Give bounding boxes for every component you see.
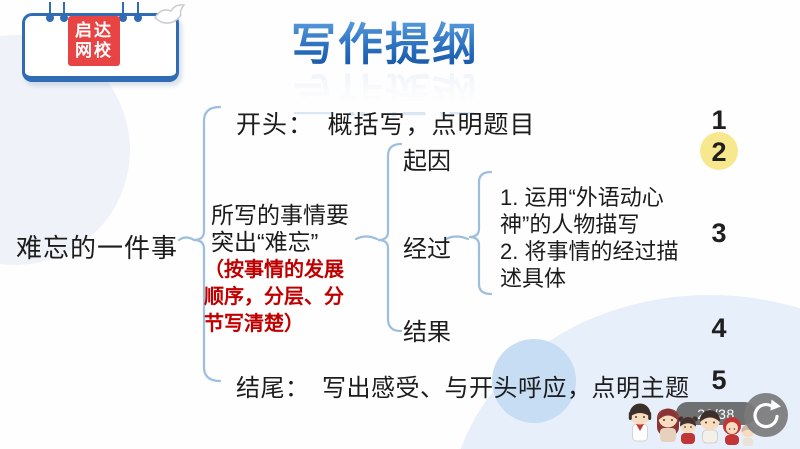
school-logo-line1: 启达 xyxy=(75,21,113,40)
title-block: 写作提纲 写作提纲 xyxy=(255,8,515,130)
note-line2: 顺序，分层、分 xyxy=(204,286,344,308)
title-reflection-fade xyxy=(255,64,515,112)
current-step-highlight xyxy=(700,132,738,170)
dove-icon xyxy=(154,4,186,24)
refresh-icon xyxy=(753,399,781,429)
pushpin-icon xyxy=(119,2,127,22)
step-number-3: 3 xyxy=(711,218,727,248)
step-number-5: 5 xyxy=(711,365,727,395)
note-annotation: （按事情的发展 顺序，分层、分 节写清楚） xyxy=(204,257,344,338)
focus-line1: 所写的事情要 xyxy=(211,202,349,228)
school-logo: 启达 网校 xyxy=(68,16,120,66)
beginning-node: 开头： 概括写，点明题目 xyxy=(236,111,536,139)
note-line1: （按事情的发展 xyxy=(204,259,344,281)
process-details: 1. 运用“外语动心 神”的人物描写 2. 将事情的经过描 述具体 xyxy=(500,184,678,292)
students-avatars-icon xyxy=(628,403,755,446)
pushpin-icon xyxy=(46,2,54,22)
step-number-4: 4 xyxy=(711,313,727,343)
pushpin-icon xyxy=(60,2,68,22)
school-logo-board: 启达 网校 xyxy=(22,2,186,82)
pushpin-icon xyxy=(134,2,142,22)
focus-node: 所写的事情要 突出“难忘” xyxy=(211,202,349,256)
refresh-button[interactable] xyxy=(744,393,788,437)
branch-process: 经过 xyxy=(403,236,451,263)
note-line3: 节写清楚） xyxy=(204,313,304,335)
page-title: 写作提纲 xyxy=(255,8,515,73)
process-details-line4: 述具体 xyxy=(500,266,567,291)
background-circle-accent xyxy=(492,339,576,423)
branch-result: 结果 xyxy=(403,319,451,346)
school-logo-line2: 网校 xyxy=(75,41,113,60)
step-number-2: 2 xyxy=(711,137,727,167)
process-details-line3: 2. 将事情的经过描 xyxy=(500,239,679,264)
process-details-line1: 1. 运用“外语动心 xyxy=(500,185,664,210)
ending-node: 结尾： 写出感受、与开头呼应，点明主题 xyxy=(236,375,690,402)
focus-line2: 突出“难忘” xyxy=(211,229,319,255)
process-details-line2: 神”的人物描写 xyxy=(500,212,640,237)
branch-cause: 起因 xyxy=(403,148,451,175)
step-number-1: 1 xyxy=(711,105,727,135)
root-topic: 难忘的一件事 xyxy=(16,233,179,263)
